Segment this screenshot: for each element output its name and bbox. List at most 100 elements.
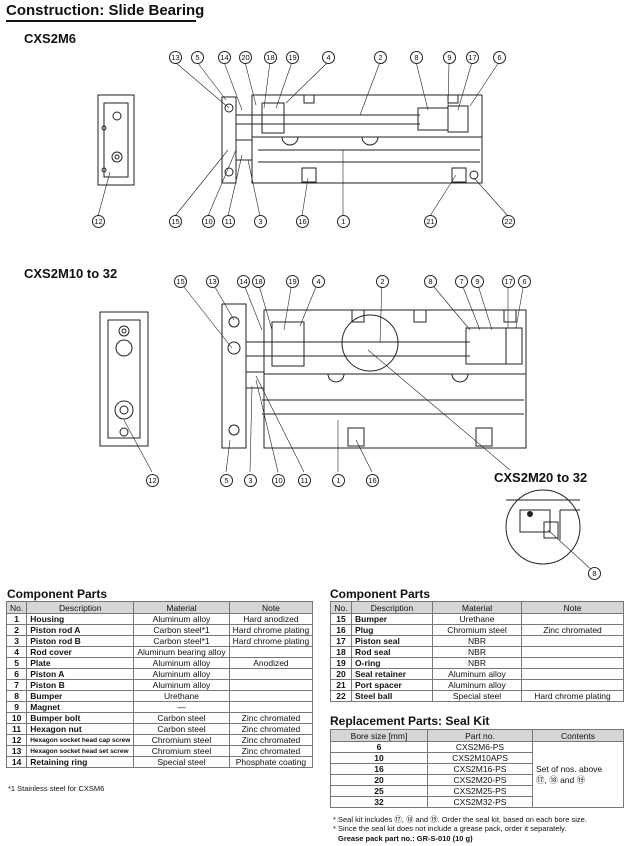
bottom-leaders <box>123 281 525 473</box>
part-material: Aluminum alloy <box>133 668 230 680</box>
part-material: Special steel <box>133 756 230 768</box>
col-header: No. <box>330 601 352 614</box>
callout-14: 14 <box>237 275 250 288</box>
part-number: 6 <box>5 668 28 680</box>
callout-4: 4 <box>312 275 325 288</box>
part-description: Steel ball <box>351 690 433 702</box>
part-note: Zinc chromated <box>228 745 314 757</box>
part-description: Seal retainer <box>351 668 433 680</box>
part-material: Carbon steel <box>133 723 230 735</box>
part-number: 10 <box>5 712 28 724</box>
part-number: 22 <box>330 690 352 702</box>
col-header: No. <box>5 601 28 614</box>
part-number: 14 <box>5 756 28 768</box>
part-number: 4 <box>5 646 28 658</box>
title-underline <box>6 20 196 22</box>
part-number: 15 <box>330 613 352 625</box>
callout-5: 5 <box>220 474 233 487</box>
construction-drawings <box>97 61 595 573</box>
part-note: Hard anodized <box>228 613 314 625</box>
callout-8: 8 <box>410 51 423 64</box>
callout-16: 16 <box>296 215 309 228</box>
col-header: Contents <box>532 729 624 742</box>
callout-22: 22 <box>502 215 515 228</box>
part-note <box>228 701 314 713</box>
seal-kit-contents-line-1: Set of nos. above <box>536 763 603 774</box>
seal-kit-part-no: CXS2M25-PS <box>427 785 533 797</box>
part-description: Piston rod A <box>26 624 135 636</box>
callout-15: 15 <box>169 215 182 228</box>
part-description: Piston B <box>26 679 135 691</box>
part-material: Carbon steel <box>133 712 230 724</box>
bottom-side-view <box>99 311 149 447</box>
page-title: Construction: Slide Bearing <box>6 2 205 19</box>
top-main-body <box>221 94 483 184</box>
part-description: Plug <box>351 624 433 636</box>
callout-1: 1 <box>332 474 345 487</box>
part-description: Magnet <box>26 701 135 713</box>
seal-kit-contents-line-2: ⑰, ⑱ and ⑲ <box>536 774 586 785</box>
part-description: Bumper bolt <box>26 712 135 724</box>
part-material: Chromium steel <box>133 734 230 746</box>
callout-11: 11 <box>298 474 311 487</box>
col-header: Material <box>133 601 230 614</box>
part-material: Aluminum alloy <box>133 613 230 625</box>
part-number: 13 <box>5 745 28 757</box>
part-material: Aluminum alloy <box>133 679 230 691</box>
callout-7: 7 <box>455 275 468 288</box>
part-note: Zinc chromated <box>228 712 314 724</box>
part-note: Hard chrome plating <box>228 635 314 647</box>
part-description: Retaining ring <box>26 756 135 768</box>
seal-kit-part-no: CXS2M20-PS <box>427 774 533 786</box>
part-note: Zinc chromated <box>228 723 314 735</box>
part-material: — <box>133 701 230 713</box>
bore-size: 6 <box>330 741 428 753</box>
part-material: Chromium steel <box>133 745 230 757</box>
seal-kit-part-no: CXS2M10APS <box>427 752 533 764</box>
part-material: Special steel <box>432 690 522 702</box>
part-note <box>228 646 314 658</box>
top-model-label: CXS2M6 <box>24 31 77 46</box>
part-number: 18 <box>330 646 352 658</box>
callout-9: 9 <box>443 51 456 64</box>
seal-kit-note-2: * Since the seal kit does not include a … <box>333 824 567 833</box>
part-note <box>521 613 624 625</box>
top-side-view <box>97 94 135 186</box>
component-parts-title-right: Component Parts <box>330 587 431 601</box>
part-note <box>521 679 624 691</box>
part-note <box>521 657 624 669</box>
callout-13: 13 <box>206 275 219 288</box>
seal-kit-note-1: * Seal kit includes ⑰, ⑱ and ⑲. Order th… <box>333 815 587 824</box>
bore-size: 10 <box>330 752 428 764</box>
seal-kit-part-no: CXS2M16-PS <box>427 763 533 775</box>
part-note <box>521 646 624 658</box>
top-leaders <box>97 61 509 217</box>
part-note: Anodized <box>228 657 314 669</box>
part-number: 3 <box>5 635 28 647</box>
part-number: 7 <box>5 679 28 691</box>
part-note <box>228 668 314 680</box>
callout-12: 12 <box>92 215 105 228</box>
col-header: Description <box>26 601 135 614</box>
callout-17: 17 <box>502 275 515 288</box>
detail-view <box>505 489 595 573</box>
bore-size: 20 <box>330 774 428 786</box>
part-description: Rod seal <box>351 646 433 658</box>
bore-size: 32 <box>330 796 428 808</box>
callout-18: 18 <box>252 275 265 288</box>
